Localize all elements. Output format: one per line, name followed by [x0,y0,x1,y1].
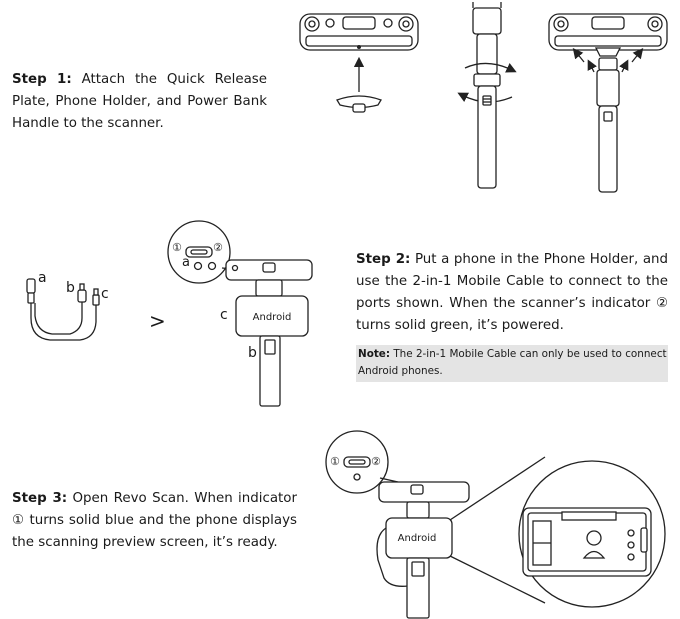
step-1-title: Step 1: [12,72,72,87]
port-label-a: a [182,255,190,270]
phone-label-android-step3: Android [398,533,437,544]
step1-phone-holder-illustration [457,2,517,189]
step-3-title: Step 3: [12,491,68,506]
cable-label-a: a [38,270,47,286]
note-label: Note: [358,348,391,360]
port-number-1: ① [172,241,182,254]
step3-phone-zoom [449,456,666,608]
step-2-text: Step 2: Put a phone in the Phone Holder,… [356,249,668,337]
cable-label-c: c [101,286,109,302]
mount-label-b: b [248,345,257,361]
port-number-2: ② [213,241,223,254]
step3-scanner-illustration: ① ② Android [325,430,470,619]
step2-scanner-illustration: ① ② a Android c b [167,220,313,407]
step1-assembled-illustration [548,13,668,193]
step-2-body: Put a phone in the Phone Holder, and use… [356,252,669,333]
phone-label-android: Android [253,312,292,323]
step-3-text: Step 3: Open Revo Scan. When indicator ①… [12,488,297,554]
note-box: Note: The 2-in-1 Mobile Cable can only b… [356,345,668,382]
port-number-1b: ① [330,455,340,468]
step-1-text: Step 1: Attach the Quick Release Plate, … [12,69,267,135]
cable-label-b: b [66,280,75,296]
step-2-title: Step 2: [356,252,411,267]
step1-scanner-illustration [299,13,419,113]
note-text: The 2-in-1 Mobile Cable can only be used… [358,348,667,377]
port-number-2b: ② [371,455,381,468]
step-1-body: Attach the Quick Release Plate, Phone Ho… [12,72,267,131]
chevron-right-icon: > [149,309,166,333]
rotate-arrow-icon [464,62,517,73]
mount-label-c: c [220,307,228,323]
step-3-body: Open Revo Scan. When indicator ① turns s… [12,491,298,550]
step2-cable-illustration: a b c [26,270,109,341]
